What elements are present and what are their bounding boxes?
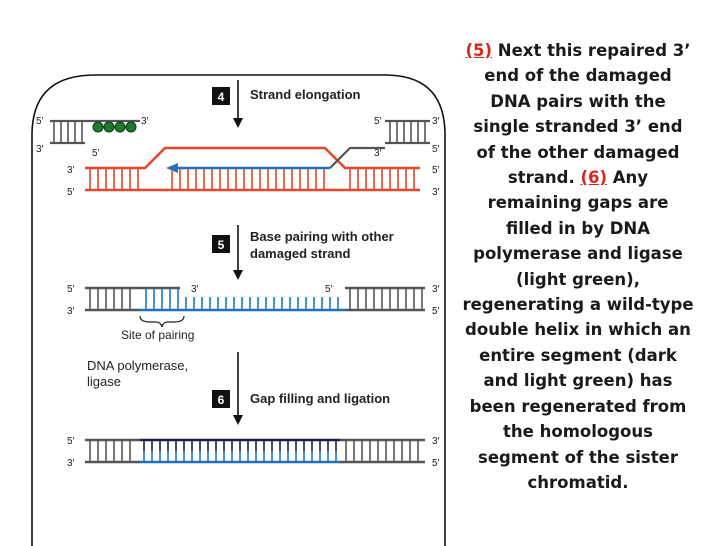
end-label: 5′ <box>325 284 333 295</box>
step-5-marker: 5 <box>212 235 230 253</box>
step6-rungs <box>89 440 419 462</box>
end-label: 3′ <box>374 148 382 159</box>
blue-new-strand <box>166 163 330 173</box>
end-label: 5′ <box>36 116 44 127</box>
end-label: 3′ <box>67 165 75 176</box>
end-label: 5′ <box>432 144 440 155</box>
upper-right-gray-duplex <box>385 119 430 145</box>
end-label: 5′ <box>67 284 75 295</box>
upper-right-gray-rungs <box>389 121 426 143</box>
step6-duplex <box>85 438 425 464</box>
blue-strand-rungs <box>171 169 325 190</box>
strand-end-labels: 5′ 3′ 3′ 5′ 5′ 3′ 3′ 5′ 3′ 5′ 5′ 3′ 5′ 3… <box>36 116 440 469</box>
caption-text-2: Any remaining gaps are filled in by DNA … <box>462 168 694 492</box>
step-5-label-line2: damaged strand <box>250 246 350 261</box>
end-label: 5′ <box>92 148 100 159</box>
end-label: 5′ <box>432 165 440 176</box>
explanation-caption: (5) Next this repaired 3’ end of the dam… <box>462 38 694 495</box>
upper-left-gray-rungs <box>53 121 83 143</box>
site-of-pairing-bracket <box>139 315 185 328</box>
gray-invading-strand <box>329 146 385 169</box>
step-5-label-line1: Base pairing with other <box>250 229 394 244</box>
step-6-marker: 6 <box>212 390 230 408</box>
step-6-reference: (6) <box>580 168 608 188</box>
end-label: 5′ <box>374 116 382 127</box>
arrow-head-6 <box>233 415 243 425</box>
step-5-number: 5 <box>218 238 225 252</box>
end-label: 5′ <box>432 458 440 469</box>
arrow-head-4 <box>233 118 243 128</box>
site-of-pairing-label: Site of pairing <box>121 328 194 342</box>
red-duplex-rungs <box>89 168 415 190</box>
end-label: 3′ <box>141 116 149 127</box>
ligase-label: ligase <box>87 374 121 389</box>
step-5-reference: (5) <box>465 41 493 60</box>
end-label: 3′ <box>67 306 75 317</box>
end-label: 3′ <box>36 144 44 155</box>
arrow-head-5 <box>233 270 243 280</box>
end-label: 3′ <box>432 436 440 447</box>
diagram-frame <box>31 74 446 546</box>
green-beads <box>92 121 137 133</box>
step-4-number: 4 <box>218 90 225 104</box>
step-6-label: Gap filling and ligation <box>250 391 390 406</box>
end-label: 5′ <box>432 306 440 317</box>
end-label: 5′ <box>67 436 75 447</box>
end-label: 3′ <box>432 116 440 127</box>
end-label: 3′ <box>67 458 75 469</box>
end-label: 3′ <box>432 284 440 295</box>
dna-polymerase-label: DNA polymerase, <box>87 358 188 373</box>
step5-rungs <box>89 288 423 310</box>
caption-text-1: Next this repaired 3’ end of the damaged… <box>473 41 691 188</box>
step-4-label: Strand elongation <box>250 87 361 102</box>
end-label: 3′ <box>432 187 440 198</box>
step-4-marker: 4 <box>212 87 230 105</box>
end-label: 3′ <box>191 284 199 295</box>
end-label: 5′ <box>67 187 75 198</box>
step-6-number: 6 <box>218 393 225 407</box>
